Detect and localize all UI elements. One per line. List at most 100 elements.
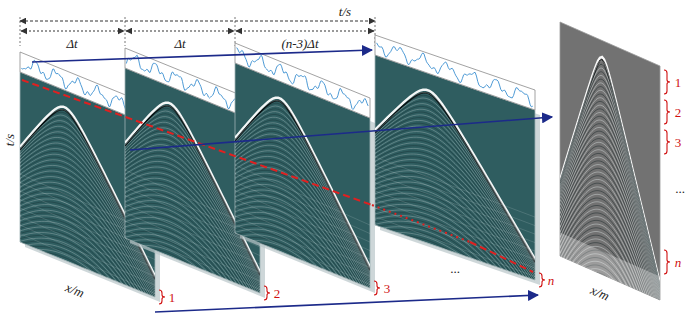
dimension-arrow — [236, 31, 374, 32]
dimension-arrow — [21, 31, 124, 32]
flat-layer — [235, 174, 370, 234]
flat-layer — [375, 157, 535, 217]
blue-arrow — [32, 50, 372, 62]
callout-number: n — [675, 256, 682, 269]
reflection-curve — [375, 235, 535, 316]
axis-label: x/m — [589, 283, 611, 303]
flat-layer — [235, 191, 370, 251]
flat-layer — [125, 230, 260, 290]
reflection-curve — [235, 252, 370, 316]
reflection-curve — [20, 252, 155, 316]
callout-number: 3 — [384, 282, 391, 295]
flat-layer — [375, 217, 535, 277]
reflection-curve — [375, 134, 535, 271]
reflection-curve — [375, 202, 535, 309]
reflection-curve — [20, 233, 155, 316]
flat-layer — [235, 216, 370, 276]
reflection-curve — [125, 257, 260, 316]
reflection-curve — [20, 255, 155, 316]
trace-wiggle — [236, 48, 368, 110]
callout-number: 3 — [675, 136, 682, 149]
reflection-curve — [20, 247, 155, 316]
axis-label: t/s — [339, 5, 351, 18]
reflection-curve — [375, 199, 535, 307]
reflection-curve — [375, 232, 535, 316]
flat-layer — [375, 200, 535, 260]
bracket — [664, 100, 670, 124]
interval-label: Δt — [66, 37, 77, 50]
reflection-curve — [20, 263, 155, 316]
reflection-curve — [125, 237, 260, 316]
flat-layer — [235, 182, 370, 242]
flat-layer — [235, 165, 370, 225]
reflection-curve — [560, 224, 660, 316]
reflection-curve — [375, 115, 535, 264]
reflection-curve — [375, 241, 535, 316]
flat-layer — [375, 174, 535, 234]
reflection-curve — [235, 238, 370, 316]
reflection-curve — [560, 198, 660, 316]
reflection-curve — [20, 261, 155, 316]
reflection-curve — [560, 179, 660, 316]
callout-number: 1 — [675, 76, 682, 89]
callout-number: 2 — [675, 106, 682, 119]
reflection-curve — [125, 248, 260, 316]
reflection-curve — [560, 231, 660, 316]
reflection-curve — [20, 244, 155, 316]
reflection-curve — [560, 187, 660, 316]
reflection-curve — [560, 135, 660, 303]
ellipsis: ... — [675, 182, 685, 195]
callout-number: 2 — [274, 287, 281, 300]
seismic-reflections — [375, 90, 535, 316]
red-dashed-line — [22, 80, 372, 205]
reflection-curve — [235, 176, 370, 296]
flat-layer — [375, 183, 535, 243]
reflection-curve — [375, 230, 535, 316]
reflection-curve — [375, 246, 535, 316]
axis-label: x/m — [64, 280, 86, 299]
reflection-curve — [375, 244, 535, 316]
reflection-curve — [235, 207, 370, 315]
reflection-curve — [20, 235, 155, 316]
reflection-curve — [375, 204, 535, 310]
flat-layer — [375, 191, 535, 251]
reflection-curve — [560, 202, 660, 316]
flat-layer — [235, 199, 370, 259]
reflection-curve — [235, 210, 370, 316]
reflection-curve — [125, 226, 260, 316]
interval-label: Δt — [174, 37, 185, 50]
blue-arrow — [155, 295, 538, 312]
flat-layer — [235, 208, 370, 268]
reflection-curve — [375, 154, 535, 280]
flat-layer — [375, 208, 535, 268]
flat-layer — [235, 225, 370, 285]
reflection-curve — [560, 228, 660, 316]
flat-layer — [375, 166, 535, 226]
trace-wiggle — [377, 43, 533, 107]
bracket — [539, 273, 545, 287]
reflection-curve — [235, 123, 370, 272]
bracket — [664, 250, 670, 274]
reflection-curve — [235, 215, 370, 316]
reflection-curve — [560, 209, 660, 316]
red-dashed-line — [470, 242, 533, 272]
reflection-curve — [20, 258, 155, 316]
bracket — [664, 130, 670, 154]
reflection-curve — [125, 231, 260, 316]
bracket — [159, 290, 165, 304]
result-reflections — [560, 57, 660, 316]
reflection-curve — [560, 139, 660, 305]
ellipsis: ... — [450, 262, 460, 275]
reflection-curve — [560, 205, 660, 316]
reflection-curve — [375, 168, 535, 288]
reflection-curve — [235, 212, 370, 316]
reflection-curve — [560, 213, 660, 316]
red-dotted-line — [372, 205, 470, 242]
trace-strip — [375, 35, 535, 110]
bracket — [664, 70, 670, 94]
reflection-curve — [125, 251, 260, 316]
callout-number: 1 — [169, 291, 176, 304]
callout-number: n — [548, 274, 555, 287]
